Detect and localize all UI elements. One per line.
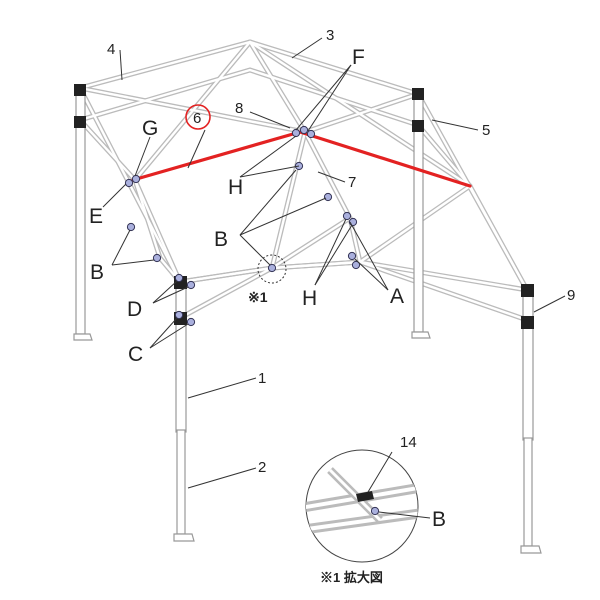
bolts [124,125,361,327]
leg-front-right [520,284,542,554]
label-c: C [128,343,143,366]
bolt-f-1 [291,128,301,138]
bolt-b-2 [152,253,162,263]
bolt-d-1 [174,273,184,283]
label-h-upper: H [228,176,243,199]
leg-back-right [411,88,431,339]
detail-marker-label: ※1 [248,289,268,305]
inset-label-14: 14 [400,434,417,451]
inset-bracket-part-14 [356,491,374,502]
bolt-a-1 [347,251,357,261]
label-a: A [390,285,404,308]
part-6-highlight-ring [185,104,211,130]
part-letter-labels: G E F H B B H A D C [89,46,404,366]
detail-marker-circle [257,254,287,284]
bolt-e [124,178,134,188]
bolt-b-1 [126,222,136,232]
inset-caption: ※1 拡大図 [320,570,383,585]
label-e: E [89,205,103,228]
label-b-left: B [90,261,104,284]
label-b-center: B [214,228,228,251]
label-part-6: 6 [193,110,201,127]
label-part-7: 7 [348,174,356,191]
label-f: F [352,46,365,69]
bolt-f-3 [306,129,316,139]
label-d: D [127,298,142,321]
bolt-center-b [267,263,277,273]
legs [73,84,542,554]
bolt-g [131,174,141,184]
bolt-c-2 [186,317,196,327]
bolt-b-3 [323,192,333,202]
inset-enlarged-view: 14 B ※1 拡大図 [305,434,446,585]
part-number-labels: 4 3 5 6 8 7 9 1 2 [107,27,575,476]
label-part-8: 8 [235,100,243,117]
label-part-5: 5 [482,122,490,139]
inset-label-b: B [432,508,446,531]
label-part-3: 3 [326,27,334,44]
label-part-4: 4 [107,41,115,58]
highlighted-part-6 [131,130,472,188]
leg-front-left [173,276,195,542]
bolt-c-1 [174,310,184,320]
bolt-f-2 [299,125,309,135]
bolt-d-2 [186,280,196,290]
leader-lines [102,37,566,489]
label-g: G [142,117,158,140]
roof-frame [77,39,530,323]
label-part-9: 9 [567,287,575,304]
label-h-lower: H [302,287,317,310]
bolt-h-2 [342,211,352,221]
bolt-a-2 [351,260,361,270]
label-part-1: 1 [258,370,266,387]
inset-bolt-b [370,506,380,516]
label-part-2: 2 [258,459,266,476]
leg-back-left [73,84,93,341]
